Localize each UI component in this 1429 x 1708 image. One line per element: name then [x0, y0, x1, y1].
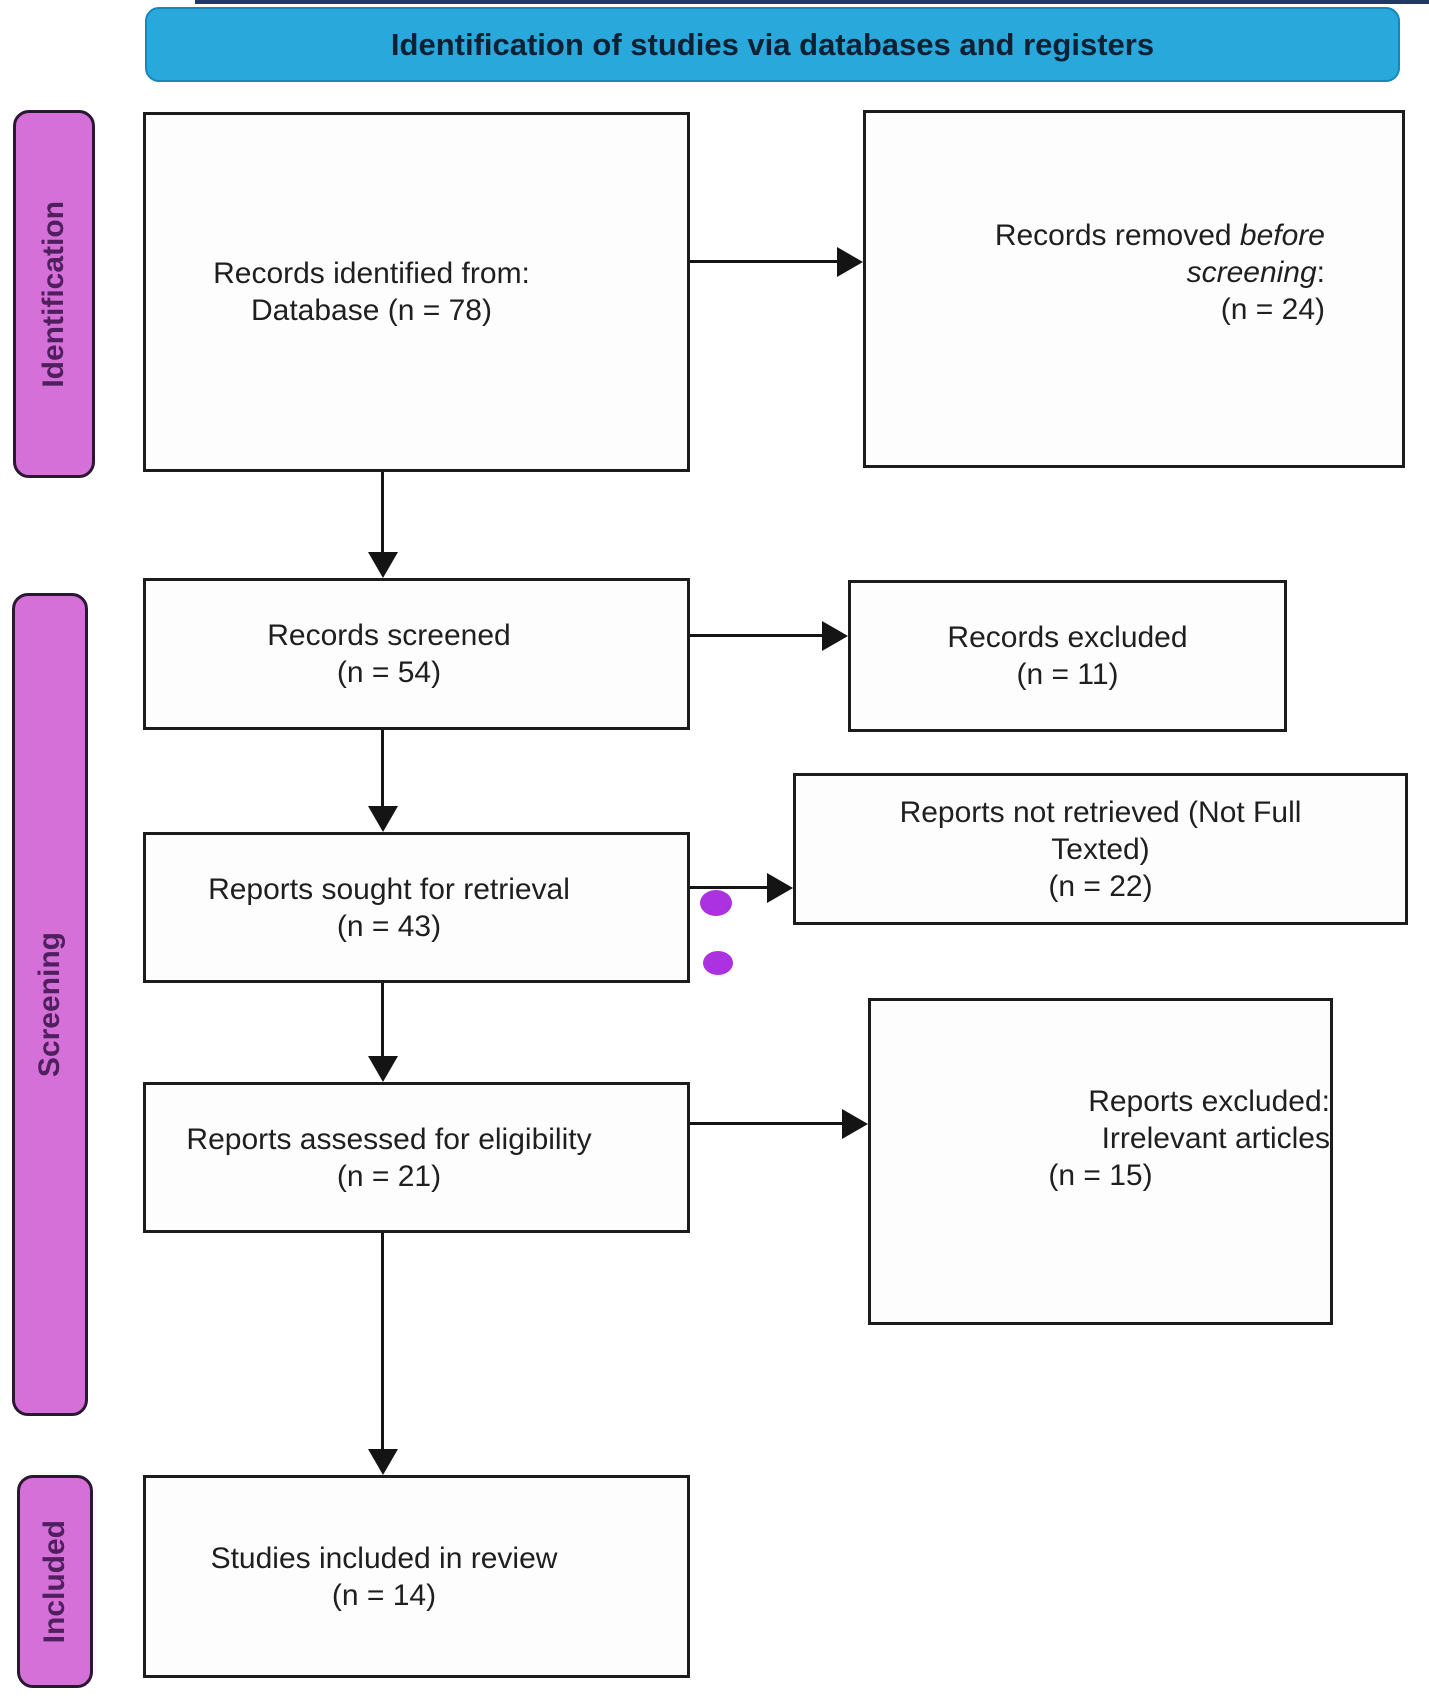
box-text-line: Reports sought for retrieval — [208, 872, 570, 906]
box-reports-assessed: Reports assessed for eligibility (n = 21… — [143, 1082, 690, 1233]
arrow-sought-to-notretrieved-head — [767, 873, 793, 903]
box-records-excluded: Records excluded (n = 11) — [848, 580, 1287, 732]
box-text-line: Texted) — [1051, 832, 1150, 866]
box-text-line: (n = 22) — [1048, 869, 1153, 903]
diagram-title-banner: Identification of studies via databases … — [145, 7, 1400, 82]
purple-blob-core-icon — [703, 951, 733, 975]
arrow-screened-to-excluded-line — [690, 634, 825, 637]
arrow-assessed-to-excluded-line — [690, 1122, 845, 1125]
stage-bar-identification: Identification — [13, 110, 95, 478]
box-text-line: Studies included in review — [210, 1541, 558, 1575]
box-text-line: Records screened — [267, 619, 511, 652]
arrow-identified-to-removed-line — [690, 260, 840, 263]
arrow-assessed-to-excluded-head — [842, 1109, 868, 1139]
purple-blob-icon — [693, 873, 738, 916]
box-text-line: Reports assessed for eligibility — [186, 1122, 592, 1156]
box-text-line: Records removed before — [994, 218, 1325, 252]
box-records-identified: Records identified from: Database (n = 7… — [143, 112, 690, 472]
box-text-line: Irrelevant articles — [1101, 1122, 1330, 1155]
box-text-line: (n = 15) — [1048, 1159, 1153, 1192]
diagram-title: Identification of studies via databases … — [390, 26, 1155, 62]
box-text-line: (n = 24) — [1220, 292, 1325, 326]
box-text-line: Reports not retrieved (Not Full — [899, 795, 1302, 829]
stage-label-screening: Screening — [33, 931, 66, 1078]
box-records-screened: Records screened (n = 54) — [143, 578, 690, 730]
box-text-line: (n = 11) — [1016, 658, 1119, 691]
box-text-line: screening: — [1186, 255, 1325, 289]
box-text-line: Records excluded — [947, 621, 1188, 654]
box-text-line: (n = 54) — [336, 656, 442, 689]
arrow-screened-to-sought-line — [381, 730, 384, 808]
stage-bar-screening: Screening — [12, 593, 88, 1416]
top-cropped-strip — [195, 0, 1429, 4]
box-text-line: Database (n = 78) — [251, 294, 492, 327]
arrow-screened-to-excluded-head — [822, 621, 848, 651]
box-text-line: (n = 21) — [336, 1159, 442, 1193]
arrow-sought-to-assessed-head — [368, 1056, 398, 1082]
arrow-sought-to-assessed-line — [381, 983, 384, 1058]
stage-label-included: Included — [38, 1519, 71, 1644]
arrow-sought-to-notretrieved-line — [690, 886, 770, 889]
stage-label-identification: Identification — [37, 200, 70, 388]
arrow-screened-to-sought-head — [368, 806, 398, 832]
arrow-identified-to-screened-line — [381, 472, 384, 554]
box-text-line: Records identified from: — [213, 257, 530, 290]
box-reports-excluded-irrelevant: Reports excluded: Irrelevant articles (n… — [868, 998, 1333, 1325]
box-reports-not-retrieved: Reports not retrieved (Not Full Texted) … — [793, 773, 1408, 925]
purple-blob-core-icon — [700, 890, 732, 916]
box-text-line: (n = 14) — [331, 1578, 437, 1612]
arrow-identified-to-removed-head — [837, 247, 863, 277]
stage-bar-included: Included — [17, 1475, 93, 1688]
box-records-removed-before-screening: Records removed before screening: (n = 2… — [863, 110, 1405, 468]
purple-blob-icon — [696, 951, 740, 991]
arrow-assessed-to-included-line — [381, 1233, 384, 1451]
arrow-identified-to-screened-head — [368, 552, 398, 578]
box-text-line: (n = 43) — [336, 909, 442, 943]
box-text-line: Reports excluded: — [1088, 1085, 1330, 1118]
arrow-assessed-to-included-head — [368, 1449, 398, 1475]
box-studies-included: Studies included in review (n = 14) — [143, 1475, 690, 1678]
box-reports-sought: Reports sought for retrieval (n = 43) — [143, 832, 690, 983]
